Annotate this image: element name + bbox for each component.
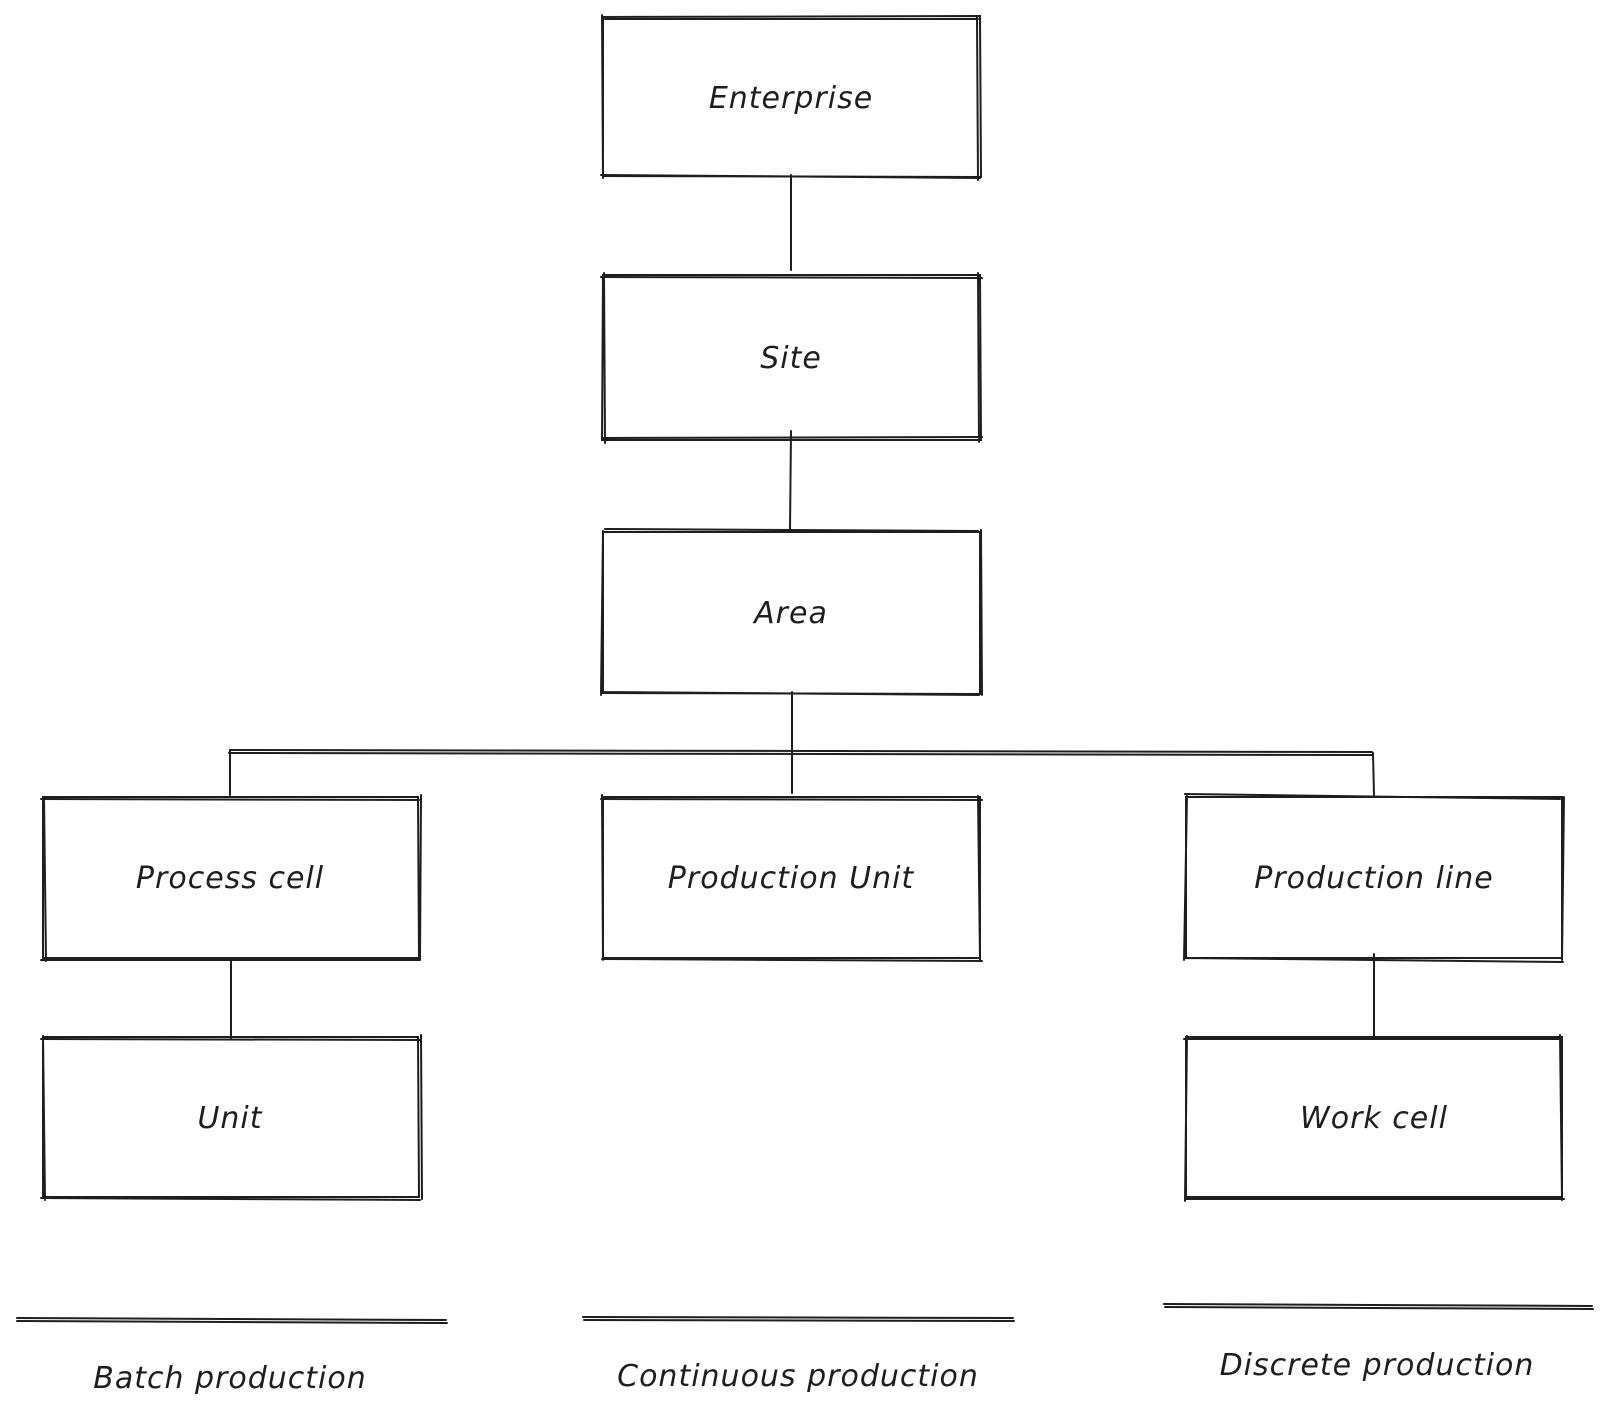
node-label-work-cell: Work cell	[1300, 1101, 1448, 1136]
divider-discrete	[1163, 1303, 1594, 1310]
section-label-batch: Batch production	[93, 1361, 367, 1396]
box-production-line	[1183, 793, 1565, 963]
box-unit	[40, 1034, 423, 1201]
box-production-unit	[600, 794, 983, 962]
section-label-discrete: Discrete production	[1220, 1348, 1535, 1383]
divider-batch	[16, 1317, 448, 1324]
connector-horizontal-bus	[228, 749, 1374, 756]
node-label-site: Site	[760, 341, 822, 376]
box-site	[600, 272, 983, 444]
section-label-continuous: Continuous production	[617, 1359, 979, 1394]
divider-continuous	[582, 1316, 1015, 1322]
box-area	[600, 528, 983, 696]
node-label-process-cell: Process cell	[136, 861, 324, 896]
node-label-area: Area	[752, 596, 828, 631]
box-enterprise	[600, 14, 983, 181]
node-label-production-line: Production line	[1254, 861, 1493, 896]
connector-site-area	[789, 430, 792, 531]
box-process-cell	[40, 794, 422, 962]
node-label-enterprise: Enterprise	[709, 81, 873, 116]
node-label-production-unit: Production Unit	[668, 861, 915, 896]
box-work-cell	[1183, 1034, 1565, 1202]
connector-bus-production-line	[1372, 752, 1375, 796]
node-label-unit: Unit	[197, 1101, 262, 1136]
